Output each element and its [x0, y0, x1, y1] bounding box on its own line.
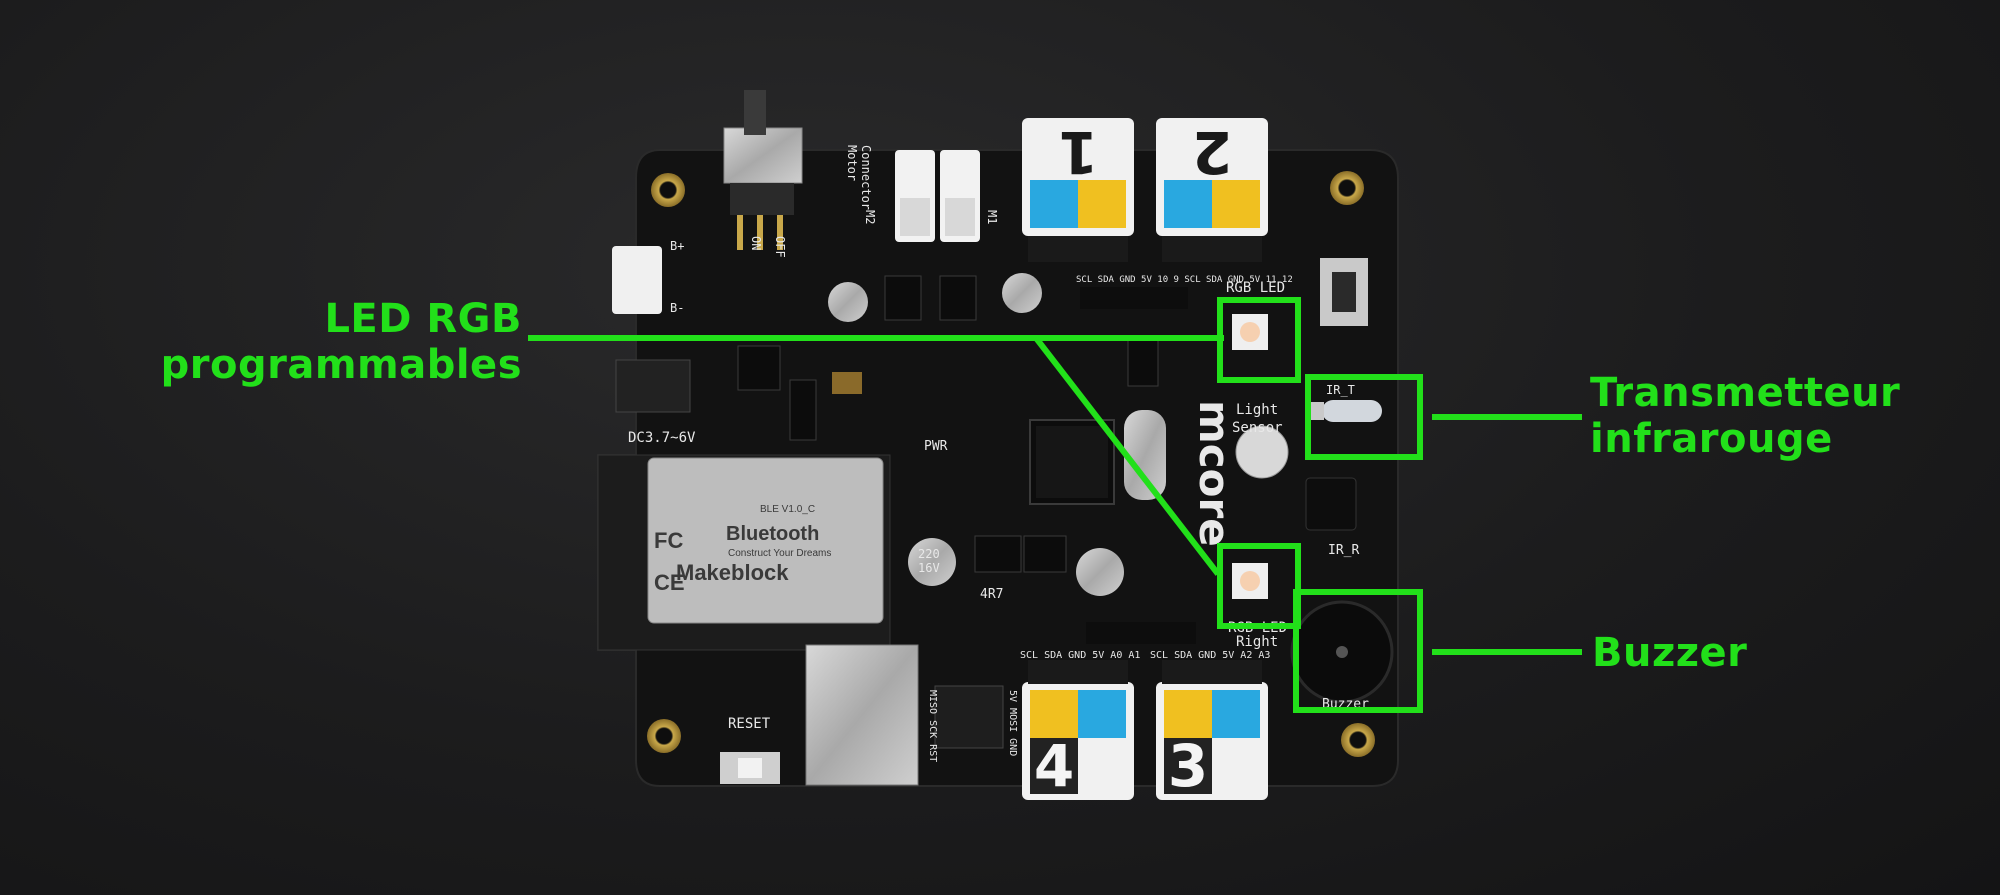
ir-transmitter	[1306, 400, 1382, 422]
port-4-module	[1022, 660, 1134, 800]
silk-sensor: Sensor	[1232, 420, 1283, 436]
silk-ir-r: IR_R	[1328, 543, 1359, 558]
microcontroller-chip	[1029, 419, 1115, 505]
callout-buzzer-line1: Buzzer	[1592, 630, 1748, 676]
highlight-box-led-right	[1217, 543, 1301, 629]
leader-line-led-diagonal	[1033, 336, 1221, 576]
silk-dc: DC3.7~6V	[628, 430, 696, 446]
battery-connector	[612, 246, 662, 314]
silk-header-bot-left: SCL SDA GND 5V A0 A1	[1020, 650, 1140, 661]
silk-b-plus: B+	[670, 239, 684, 253]
highlight-box-ir	[1305, 374, 1423, 460]
capacitors	[828, 273, 1124, 596]
bt-brand: Makeblock	[676, 560, 789, 585]
silk-header-bot-right: SCL SDA GND 5V A2 A3	[1150, 650, 1270, 661]
crystal	[1124, 410, 1166, 500]
port-label-4: 4	[1034, 732, 1074, 800]
pin-headers	[1080, 287, 1196, 644]
fuse	[832, 372, 862, 394]
bt-slogan: Construct Your Dreams	[728, 548, 831, 559]
callout-ir-line2: infrarouge	[1590, 416, 1833, 462]
silk-light: Light	[1236, 402, 1278, 418]
silk-header-top: SCL SDA GND 5V 10 9 SCL SDA GND 5V 11 12	[1076, 275, 1293, 285]
callout-ir-line1: Transmetteur	[1590, 370, 1901, 416]
usb-port	[805, 644, 919, 786]
port-label-3: 3	[1168, 732, 1208, 800]
bluetooth-module	[597, 454, 891, 651]
silk-res: 4R7	[980, 587, 1003, 602]
bt-fc: FC	[654, 528, 683, 553]
annotation-overlay	[528, 297, 1582, 713]
silk-pwr: PWR	[924, 439, 948, 454]
smd-components	[737, 275, 1159, 573]
silk-connector: Connector	[859, 145, 873, 210]
power-switch	[723, 90, 803, 250]
bt-text: Bluetooth	[726, 523, 819, 545]
port-label-1: 1	[1058, 118, 1098, 186]
highlight-box-buzzer	[1293, 589, 1423, 713]
silk-cap1: 220	[918, 547, 940, 561]
silk-m2: M2	[863, 210, 877, 224]
silk-isp: 5V MOSI GND	[1007, 690, 1018, 756]
silk-reset: RESET	[728, 716, 771, 732]
bt-ver: BLE V1.0_C	[760, 504, 815, 515]
silk-m1: M1	[985, 210, 999, 224]
dc-jack	[615, 359, 691, 413]
silk-rgb-led: RGB LED	[1226, 280, 1285, 296]
silk-ir-t: IR_T	[1326, 383, 1355, 397]
silk-b-minus: B-	[670, 301, 684, 315]
silk-right: Right	[1236, 634, 1278, 650]
side-button	[1320, 258, 1368, 326]
motor-connectors	[895, 150, 980, 242]
port-3-module	[1156, 660, 1268, 800]
isp-header	[934, 685, 1004, 749]
callout-ir: Transmetteur infrarouge	[1590, 370, 1900, 462]
light-sensor	[1235, 425, 1289, 479]
callout-led-rgb: LED RGB programmables	[161, 296, 522, 388]
reset-button	[720, 752, 780, 784]
silk-cap2: 16V	[918, 561, 940, 575]
silk-off: OFF	[773, 236, 787, 258]
port-1-module	[1022, 118, 1134, 262]
callout-led-line1: LED RGB	[324, 296, 522, 342]
silk-motor: Motor	[845, 145, 859, 181]
ir-receiver	[1305, 477, 1357, 531]
callout-buzzer: Buzzer	[1592, 630, 1747, 676]
bt-ce: CE	[654, 570, 685, 595]
mounting-holes	[647, 171, 1375, 757]
buzzer-component	[1290, 600, 1394, 704]
port-2-module	[1156, 118, 1268, 262]
silk-isp2: MISO SCK RST	[927, 690, 938, 762]
port-label-2: 2	[1192, 118, 1232, 186]
callout-led-line2: programmables	[160, 342, 522, 388]
silk-on: ON	[749, 236, 763, 250]
mcore-logo: mcore	[1190, 400, 1239, 547]
